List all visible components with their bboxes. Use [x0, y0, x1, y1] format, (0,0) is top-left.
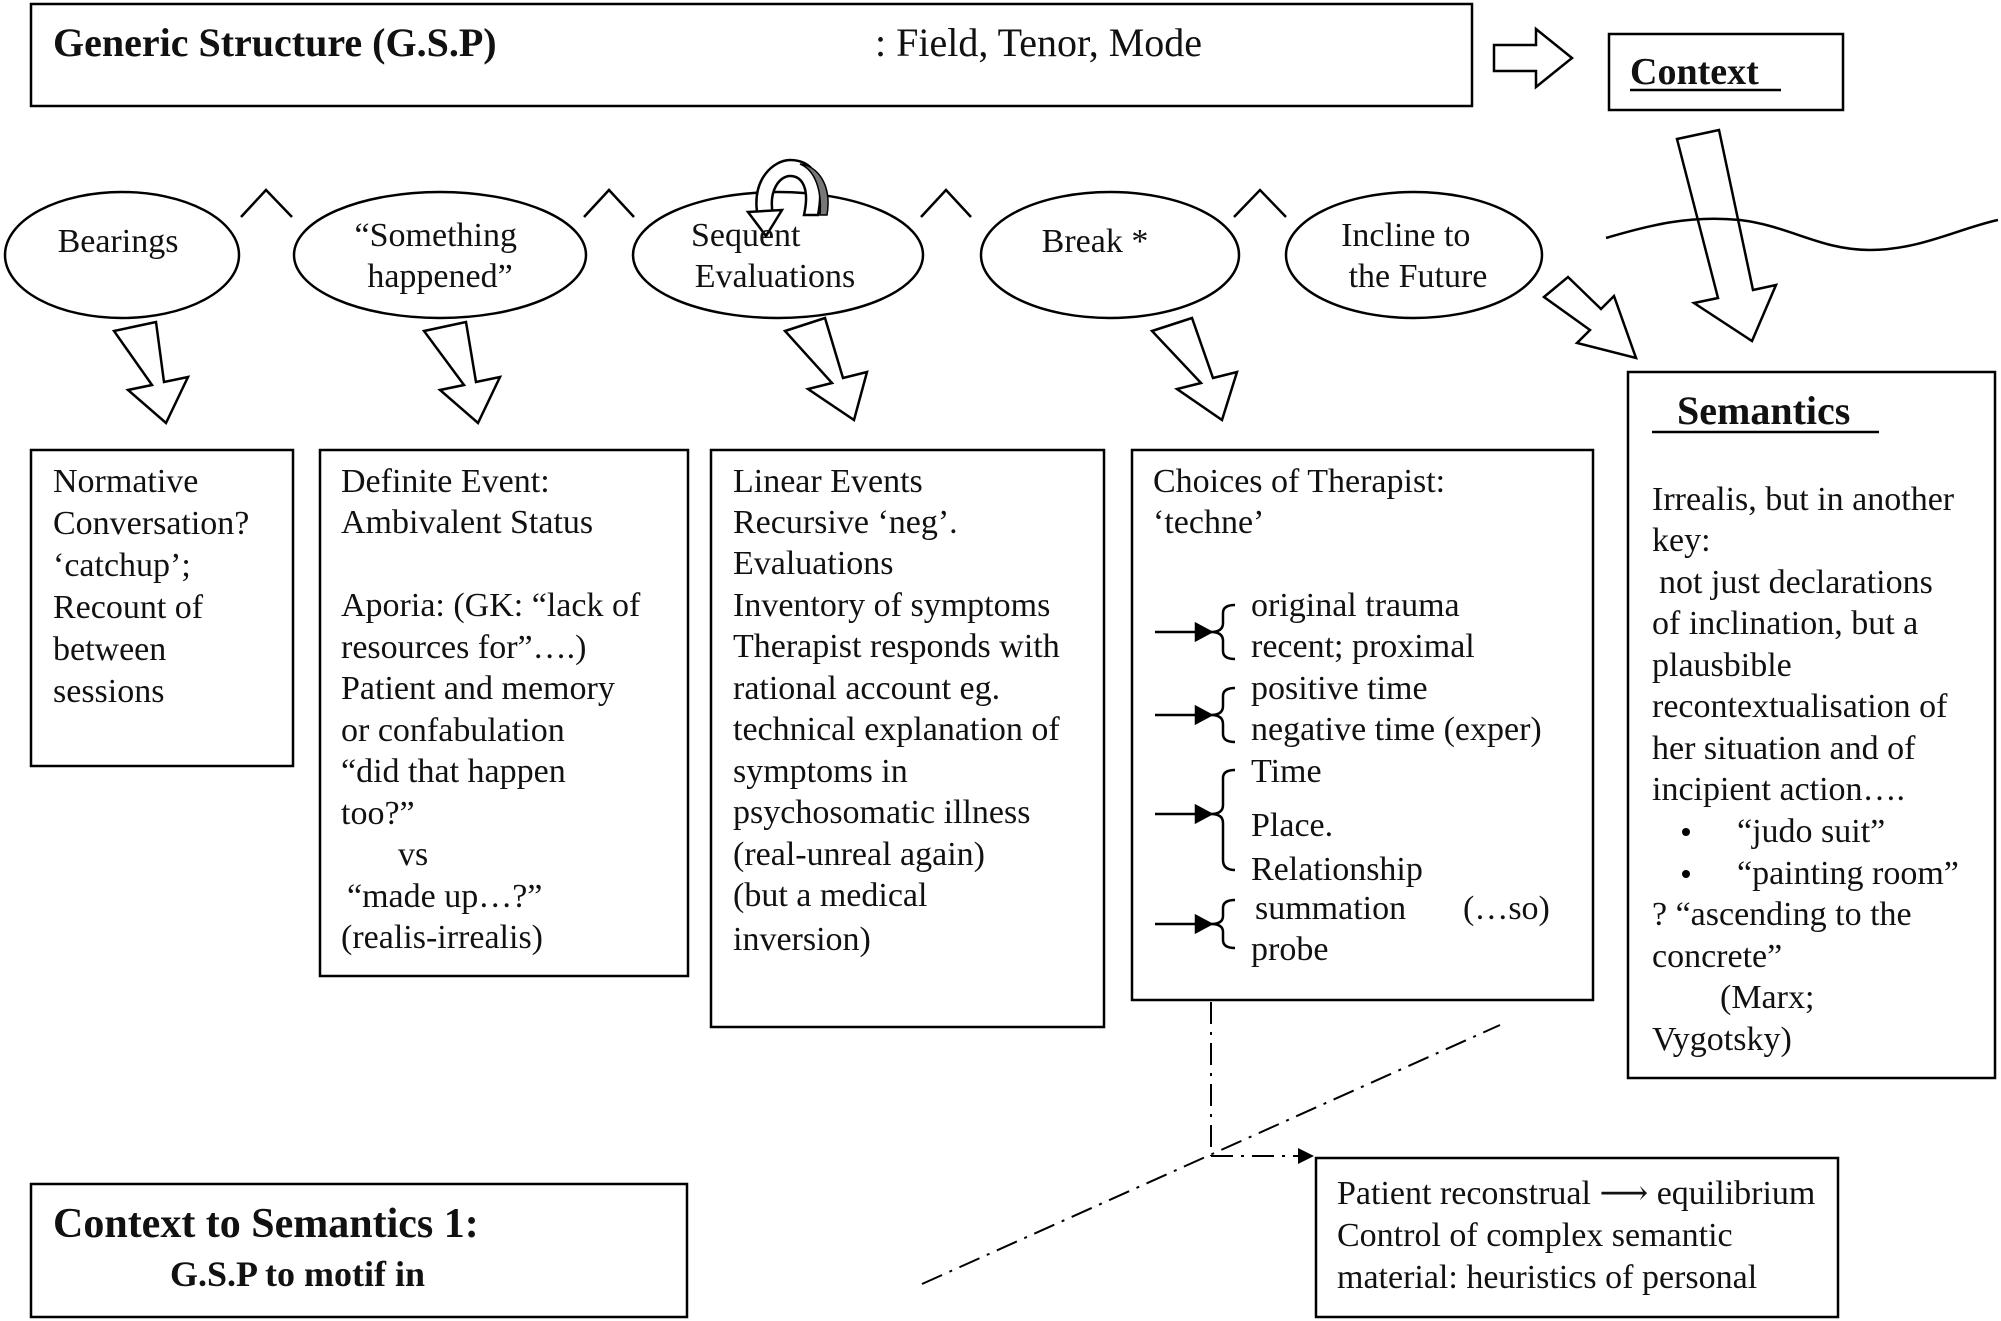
footer-title: Context to Semantics 1:	[53, 1201, 479, 1247]
stage-label: Incline to the Future	[1341, 217, 1487, 295]
stage-bearings	[3, 190, 241, 320]
context-down-arrow	[1675, 128, 1779, 343]
stage-ellipses	[3, 190, 1544, 320]
stage-label: “Something happened”	[355, 217, 526, 295]
down-arrow-incline	[1541, 275, 1638, 360]
stage-label: Break *	[1042, 223, 1149, 260]
footer-box: Context to Semantics 1: G.S.P to motif i…	[29, 1182, 689, 1319]
stage-incline-future	[1284, 190, 1544, 320]
connector-arrowhead	[1298, 1148, 1314, 1164]
therapist-brackets	[1210, 603, 1236, 950]
semantics-body: Irrealis, but in another key: not just d…	[1652, 481, 1963, 808]
box-definite-event: Definite Event: Ambivalent Status Aporia…	[318, 448, 690, 978]
context-label: Context	[1630, 51, 1759, 93]
stage-sequent-evaluations	[631, 190, 925, 320]
down-arrow-bearings	[111, 320, 191, 426]
bullet-dot	[1682, 828, 1690, 836]
semantics-tail: ? “ascending to the concrete” (Marx; Vyg…	[1652, 896, 1920, 1058]
stage-something-happened	[292, 190, 588, 320]
stage-label: Sequent Evaluations	[691, 217, 855, 295]
footer-subtitle: G.S.P to motif in	[170, 1254, 425, 1294]
therapist-aside: (…so)	[1463, 890, 1550, 927]
result-text: Patient reconstrual ⟶ equilibrium Contro…	[1337, 1175, 1824, 1296]
header-subtitle: : Field, Tenor, Mode	[875, 20, 1202, 65]
dashdot-connectors	[921, 1002, 1501, 1285]
box-text: Normative Conversation? ‘catchup’; Recou…	[53, 463, 258, 710]
box-patient-reconstrual: Patient reconstrual ⟶ equilibrium Contro…	[1314, 1156, 1840, 1319]
context-box: Context	[1607, 32, 1845, 112]
header-to-context-arrow	[1492, 26, 1574, 90]
stage-down-arrows	[111, 275, 1638, 426]
box-text: Definite Event: Ambivalent Status Aporia…	[341, 463, 649, 956]
bullet-dot	[1682, 870, 1690, 878]
recursion-loop-icon	[745, 158, 829, 239]
semantics-title: Semantics	[1677, 388, 1850, 433]
header-title: Generic Structure (G.S.P)	[53, 20, 497, 65]
stage-label: Bearings	[58, 223, 179, 260]
box-therapist-choices: Choices of Therapist: ‘techne’ original …	[1130, 448, 1595, 1002]
therapist-choices-text: original trauma recent; proximal positiv…	[1251, 587, 1550, 968]
therapist-title: Choices of Therapist: ‘techne’	[1153, 463, 1454, 541]
box-linear-events: Linear Events Recursive ‘neg’. Evaluatio…	[709, 448, 1106, 1029]
box-text: Linear Events Recursive ‘neg’. Evaluatio…	[733, 463, 1068, 958]
semantics-bullets: “judo suit” “painting room”	[1737, 813, 1959, 892]
stage-break	[979, 190, 1241, 320]
wavy-boundary-line	[1605, 217, 1999, 252]
box-normative-conversation: Normative Conversation? ‘catchup’; Recou…	[29, 448, 295, 768]
header-box: Generic Structure (G.S.P) : Field, Tenor…	[29, 2, 1474, 108]
down-arrow-something	[421, 320, 503, 426]
down-arrow-sequent	[782, 316, 869, 423]
stage-connector-carets	[240, 188, 1287, 218]
therapist-arrows	[1155, 621, 1214, 935]
down-arrow-break	[1149, 316, 1239, 422]
box-semantics: Semantics Irrealis, but in another key: …	[1626, 370, 1997, 1080]
